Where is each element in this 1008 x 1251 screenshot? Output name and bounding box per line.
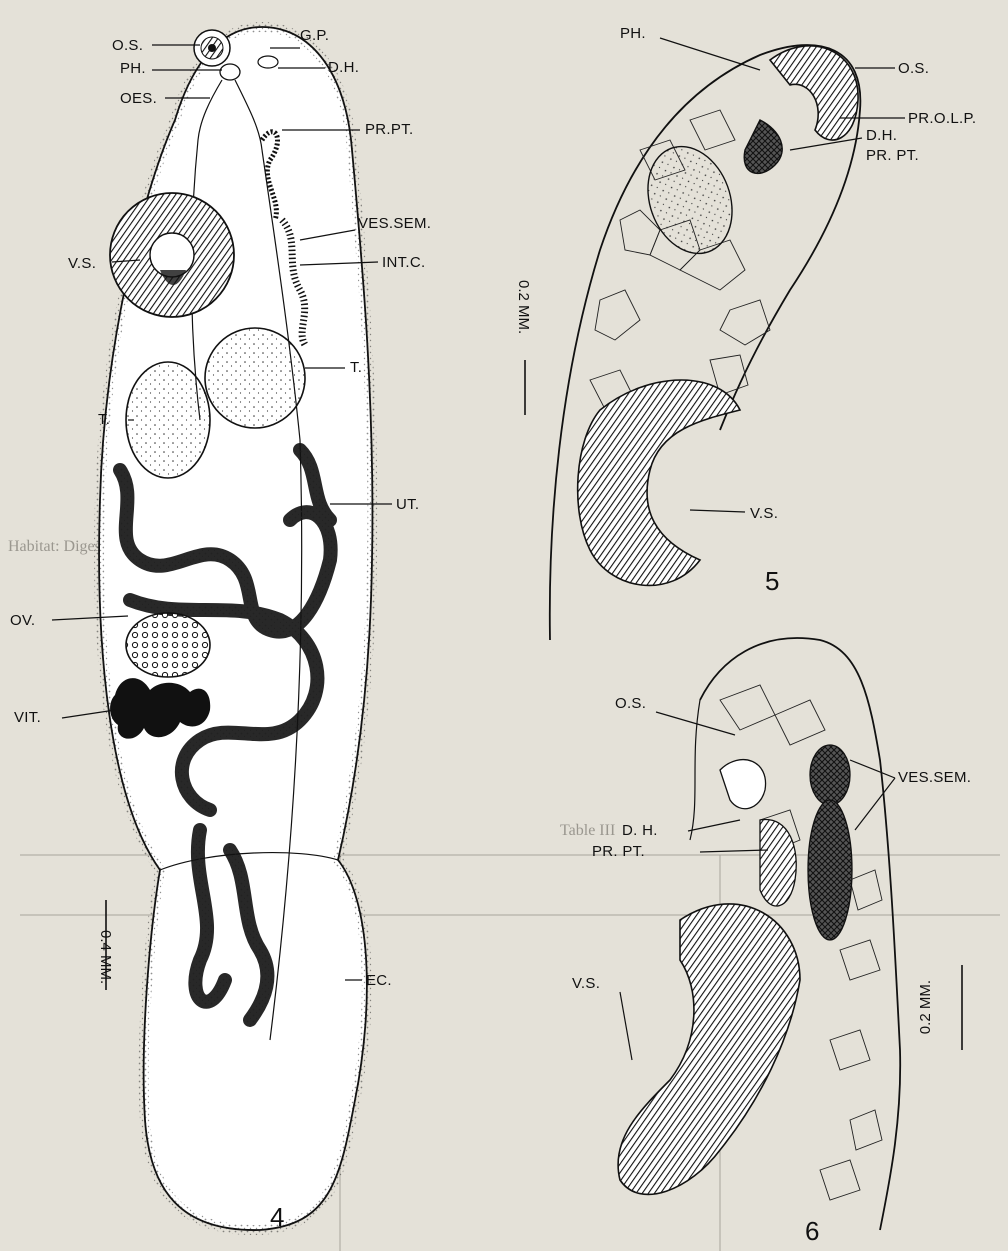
- fig6-label-dh: D. H.: [622, 822, 658, 839]
- fig6-label-prpt: PR. PT.: [592, 843, 645, 860]
- fig6-number: 6: [805, 1216, 819, 1246]
- fig6-label-os: O.S.: [615, 695, 646, 712]
- fig6-oral-sucker: [720, 760, 766, 809]
- fig5-label-dh: D.H.: [866, 127, 897, 144]
- fig6-label-vessem: VES.SEM.: [898, 769, 971, 786]
- fig4-testis-lower: [126, 362, 210, 478]
- fig4-label-gp: G.P.: [300, 27, 329, 44]
- fig5-ventral-sucker: [578, 380, 740, 585]
- fig5-label-prpt: PR. PT.: [866, 147, 919, 164]
- fig4-testis-upper: [205, 328, 305, 428]
- figure-4: 0.2 MM. 0.4 MM. O.S. G.P. PH. D.H. OES. …: [10, 27, 532, 1232]
- fig4-label-oes: OES.: [120, 90, 157, 107]
- fig4-label-vit: VIT.: [14, 709, 41, 726]
- fig4-label-vs: V.S.: [68, 255, 96, 272]
- fig4-label-ut: UT.: [396, 496, 419, 513]
- fig5-label-ph: PH.: [620, 25, 646, 42]
- fig4-scale-upper-label: 0.2 MM.: [515, 280, 532, 334]
- fig4-scale-lower-label: 0.4 MM.: [97, 930, 114, 984]
- fig4-label-t-lower: T.: [98, 411, 110, 428]
- fig4-ovary: [126, 613, 210, 677]
- fig4-label-vessem: VES.SEM.: [358, 215, 431, 232]
- fig6-seminal-vesicle-upper: [810, 745, 850, 805]
- fig4-label-ov: OV.: [10, 612, 35, 629]
- fig5-label-prolp: PR.O.L.P.: [908, 110, 976, 127]
- fig6-ventral-sucker: [618, 904, 800, 1195]
- fig6-seminal-vesicle-lower: [808, 800, 852, 940]
- fig5-number: 5: [765, 566, 779, 596]
- figure-6: 0.2 MM. O.S. VES.SEM. D. H. PR. PT. V.S.…: [572, 638, 971, 1246]
- fig4-label-ph: PH.: [120, 60, 146, 77]
- fig5-label-vs: V.S.: [750, 505, 778, 522]
- fig6-pars-prostatica: [760, 820, 796, 906]
- fig5-oral-sucker: [770, 46, 858, 140]
- fig4-label-t-upper: T.: [350, 359, 362, 376]
- fig4-label-ec: EC.: [366, 972, 392, 989]
- fig4-label-dh: D.H.: [328, 59, 359, 76]
- fig6-label-vs: V.S.: [572, 975, 600, 992]
- fig5-duct: [744, 120, 782, 173]
- fig4-number: 4: [270, 1202, 284, 1232]
- fig4-label-prpt: PR.PT.: [365, 121, 413, 138]
- fig5-label-os: O.S.: [898, 60, 929, 77]
- figure-5: PH. O.S. PR.O.L.P. D.H. PR. PT. V.S. 5: [550, 25, 977, 640]
- fig6-scale-label: 0.2 MM.: [917, 980, 934, 1034]
- fig4-label-intc: INT.C.: [382, 254, 425, 271]
- fig4-pharynx: [220, 64, 240, 80]
- fig4-label-os: O.S.: [112, 37, 143, 54]
- fig5-gland: [634, 135, 747, 266]
